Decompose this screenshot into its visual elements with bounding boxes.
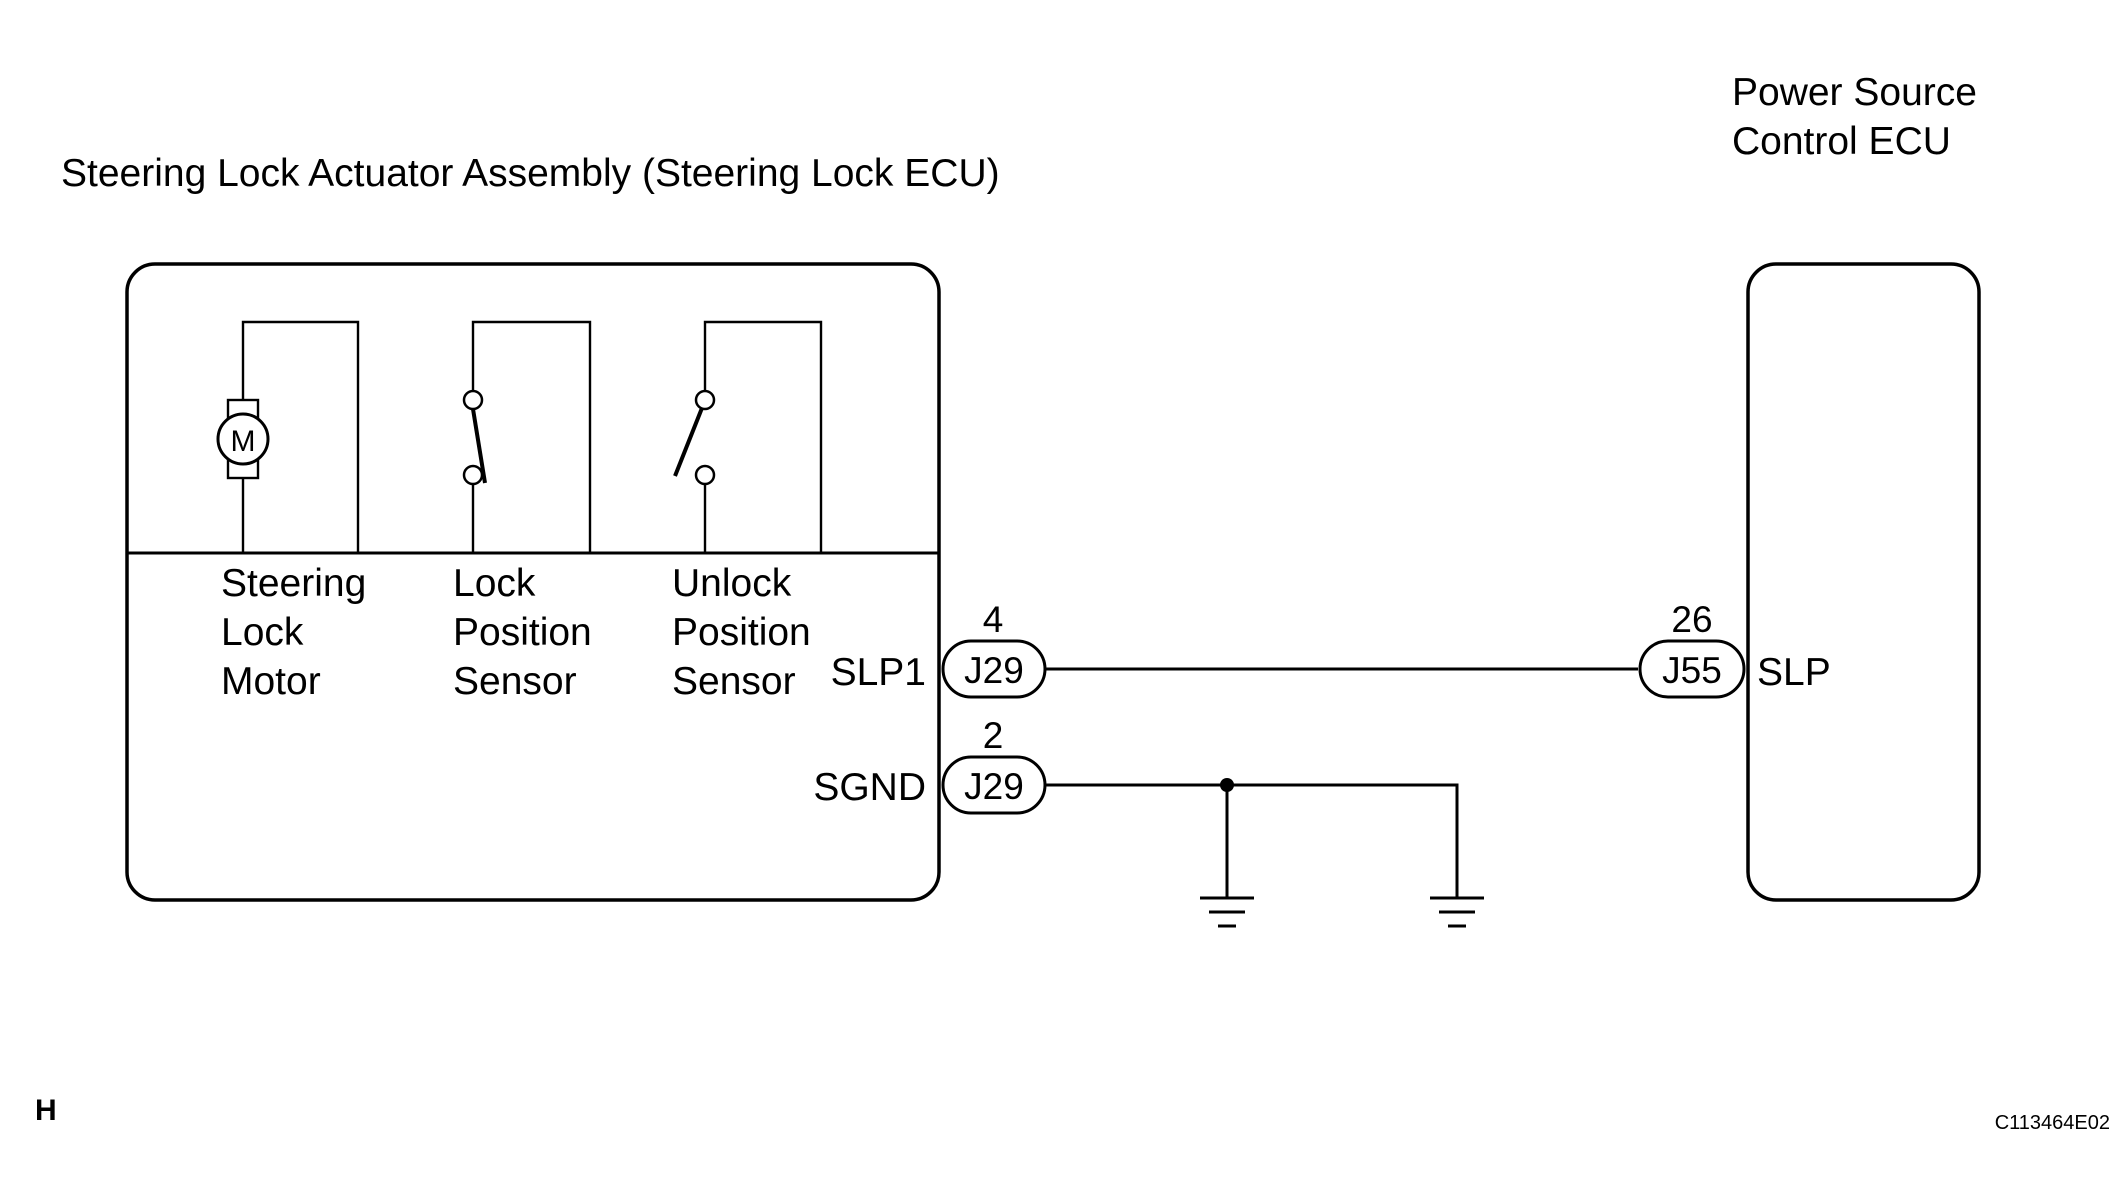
corner-letter: H xyxy=(35,1094,57,1127)
sgnd-terminal-label: SGND xyxy=(813,766,926,809)
lock-sensor-label-line3: Sensor xyxy=(453,660,577,703)
splice-point xyxy=(1220,778,1234,792)
slp-pin-number: 26 xyxy=(1671,599,1712,640)
slp1-terminal-label: SLP1 xyxy=(831,651,926,694)
motor-symbol: M xyxy=(231,425,256,458)
motor-label-line3: Motor xyxy=(221,660,321,703)
power-source-ecu-title-line2: Control ECU xyxy=(1732,120,1951,163)
j29-connector-slp1: J29 xyxy=(941,639,1047,699)
j29-connector-sgnd: J29 xyxy=(941,755,1047,815)
j29-connector-label: J29 xyxy=(964,766,1024,807)
lock-sensor-label-line1: Lock xyxy=(453,562,536,605)
unlock-position-sensor xyxy=(673,320,823,553)
j55-connector-label: J55 xyxy=(1662,650,1722,691)
switch-contact-icon xyxy=(462,464,484,486)
j29-connector-label: J29 xyxy=(964,650,1024,691)
unlock-sensor-label-line2: Position xyxy=(672,611,811,654)
power-source-ecu-box xyxy=(1746,262,1981,902)
ground-icon xyxy=(1430,896,1484,928)
open-switch-icon xyxy=(673,407,704,477)
motor-label-line1: Steering xyxy=(221,562,366,605)
switch-contact-icon xyxy=(694,389,716,411)
steering-lock-actuator-box xyxy=(125,262,941,902)
switch-contact-icon xyxy=(462,389,484,411)
figure-code: C113464E02 xyxy=(1995,1112,2110,1134)
power-source-ecu-title-line1: Power Source xyxy=(1732,71,1977,114)
j55-connector: J55 xyxy=(1638,639,1746,699)
slp-terminal-label: SLP xyxy=(1757,651,1831,694)
motor-icon xyxy=(216,412,270,466)
ground-wiring xyxy=(1045,778,1459,898)
unlock-sensor-label-line3: Sensor xyxy=(672,660,796,703)
unlock-sensor-label-line1: Unlock xyxy=(672,562,792,605)
steering-lock-actuator-title: Steering Lock Actuator Assembly (Steerin… xyxy=(61,152,1000,195)
switch-contact-icon xyxy=(694,464,716,486)
sgnd-pin-number: 2 xyxy=(983,715,1004,756)
lock-position-sensor xyxy=(462,320,592,553)
steering-lock-motor: M xyxy=(216,320,360,553)
closed-switch-icon xyxy=(471,408,487,484)
motor-label-line2: Lock xyxy=(221,611,304,654)
slp1-pin-number: 4 xyxy=(983,599,1004,640)
ground-icon xyxy=(1200,896,1254,928)
lock-sensor-label-line2: Position xyxy=(453,611,592,654)
